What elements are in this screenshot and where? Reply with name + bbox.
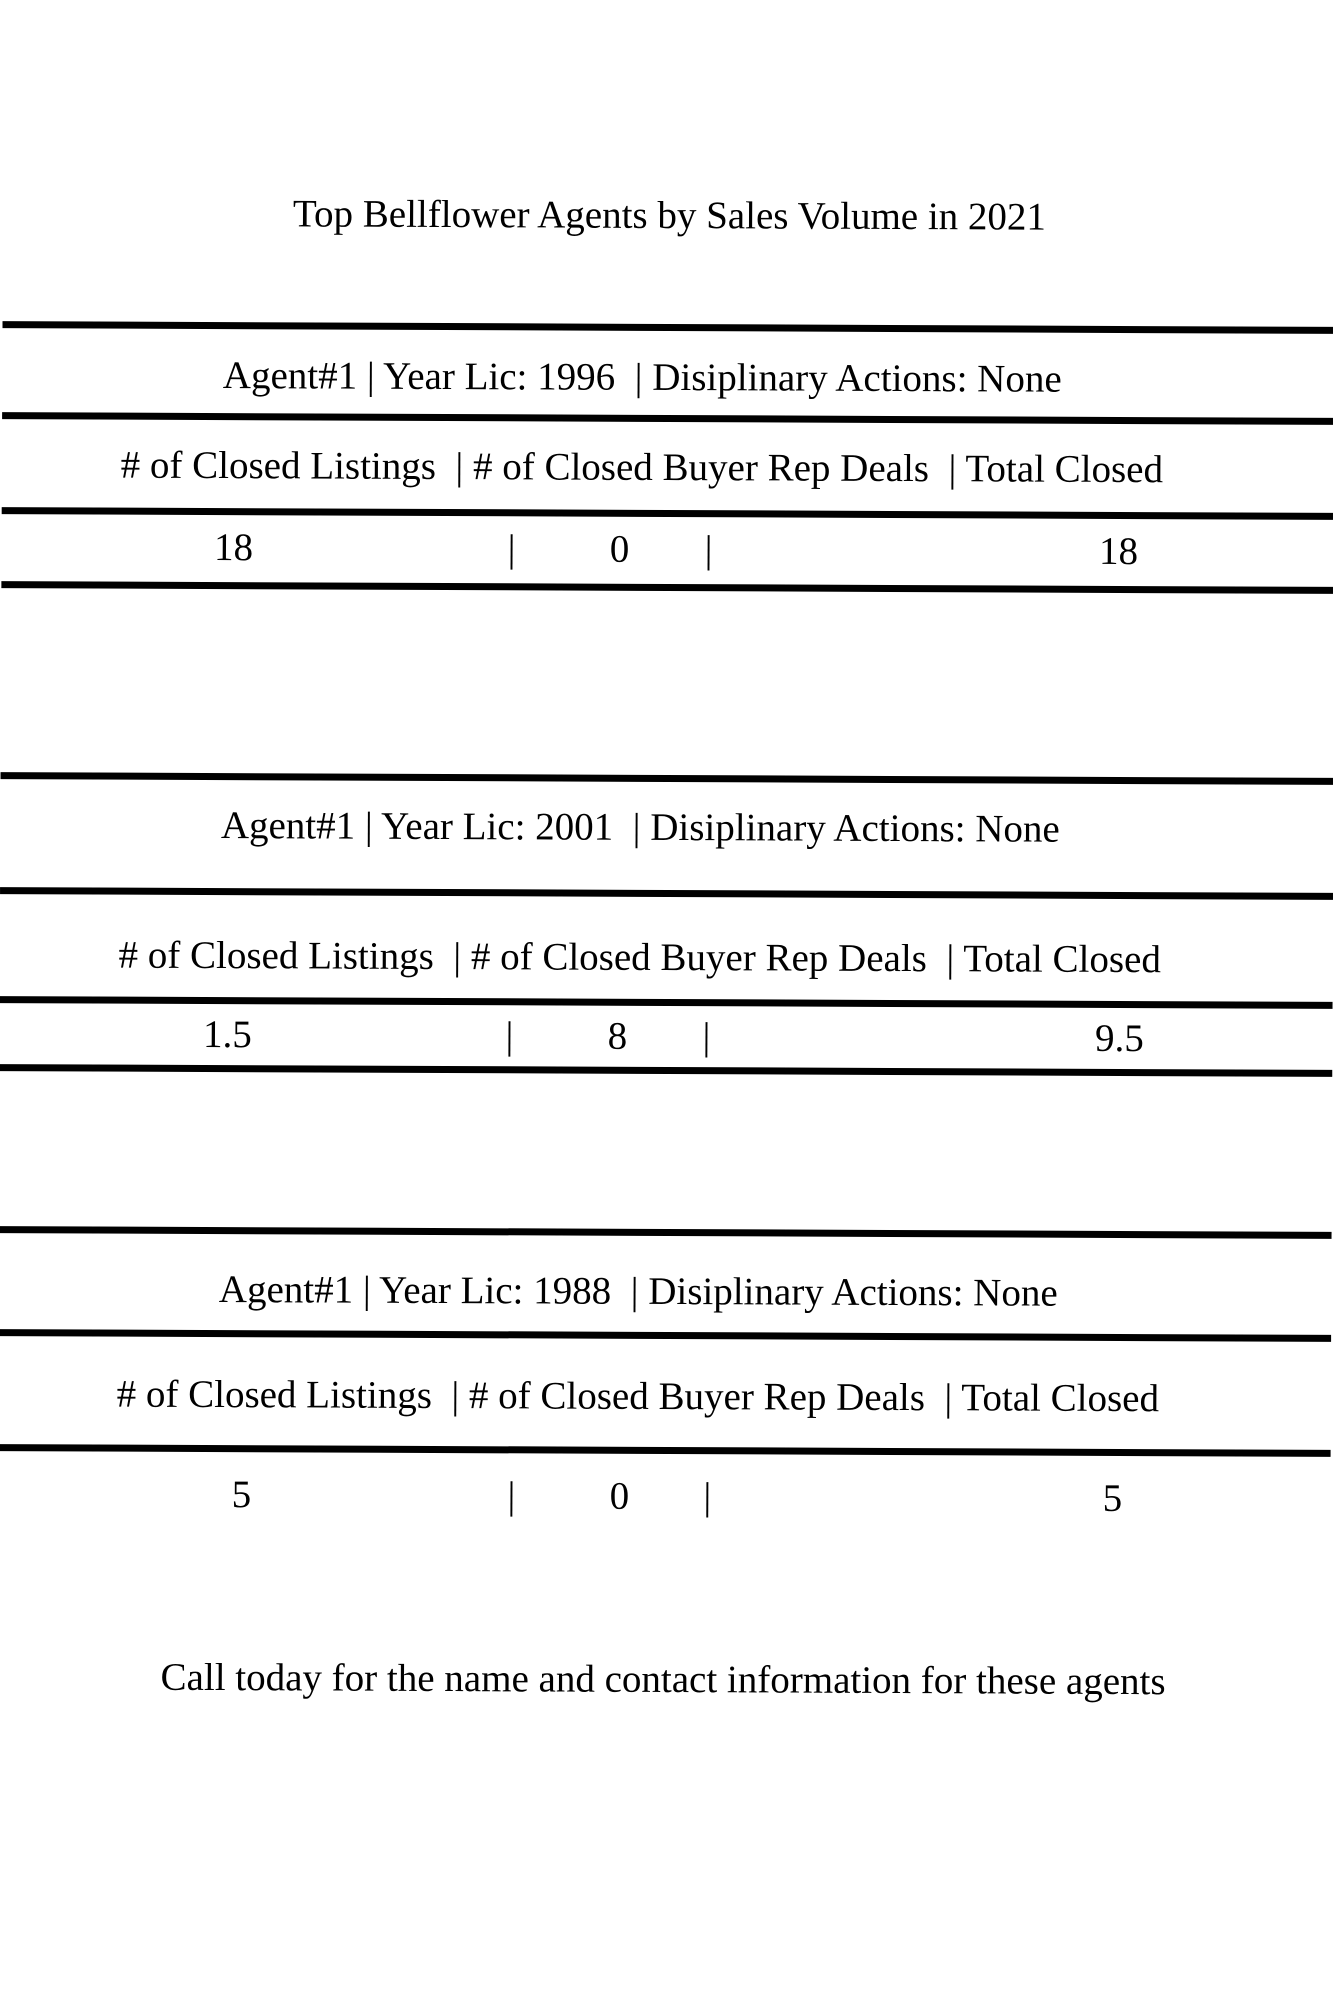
- table-header-row: # of Closed Listings | # of Closed Buyer…: [116, 1372, 1160, 1421]
- closed-listings-value: 1.5: [202, 1012, 252, 1057]
- page-title: Top Bellflower Agents by Sales Volume in…: [292, 192, 1047, 239]
- divider-line: [1, 507, 1333, 520]
- column-separator: |: [507, 527, 516, 571]
- footer-note: Call today for the name and contact info…: [160, 1655, 1166, 1704]
- agent-info-row: Agent#1 | Year Lic: 1996 | Disiplinary A…: [222, 354, 1062, 401]
- column-separator: |: [507, 1474, 516, 1518]
- closed-listings-value: 5: [231, 1473, 252, 1517]
- total-closed-value: 18: [1098, 529, 1139, 574]
- divider-line: [0, 996, 1333, 1009]
- divider-line: [1, 581, 1333, 594]
- agent-info-row: Agent#1 | Year Lic: 1988 | Disiplinary A…: [218, 1268, 1058, 1315]
- closed-buyer-rep-deals-value: 0: [609, 527, 630, 571]
- divider-line: [0, 1064, 1333, 1077]
- table-data-row: 18 | 0 | 18: [1, 524, 1333, 576]
- table-header-row: # of Closed Listings | # of Closed Buyer…: [118, 933, 1162, 982]
- divider-line: [0, 1329, 1332, 1342]
- column-separator: |: [702, 1015, 711, 1059]
- table-data-row: 5 | 0 | 5: [0, 1471, 1330, 1523]
- divider-line: [0, 887, 1333, 900]
- total-closed-value: 9.5: [1094, 1016, 1144, 1061]
- divider-line: [0, 1444, 1331, 1457]
- table-header-row: # of Closed Listings | # of Closed Buyer…: [120, 443, 1164, 492]
- closed-buyer-rep-deals-value: 0: [609, 1474, 630, 1518]
- agent-info-row: Agent#1 | Year Lic: 2001 | Disiplinary A…: [220, 804, 1060, 851]
- divider-line: [0, 772, 1333, 785]
- divider-line: [0, 1226, 1332, 1239]
- divider-line: [2, 412, 1333, 425]
- closed-listings-value: 18: [213, 526, 254, 570]
- column-separator: |: [505, 1014, 514, 1058]
- column-separator: |: [704, 528, 713, 572]
- column-separator: |: [703, 1475, 712, 1519]
- closed-buyer-rep-deals-value: 8: [607, 1014, 628, 1058]
- table-data-row: 1.5 | 8 | 9.5: [0, 1011, 1332, 1063]
- total-closed-value: 5: [1102, 1476, 1123, 1520]
- divider-line: [2, 321, 1333, 334]
